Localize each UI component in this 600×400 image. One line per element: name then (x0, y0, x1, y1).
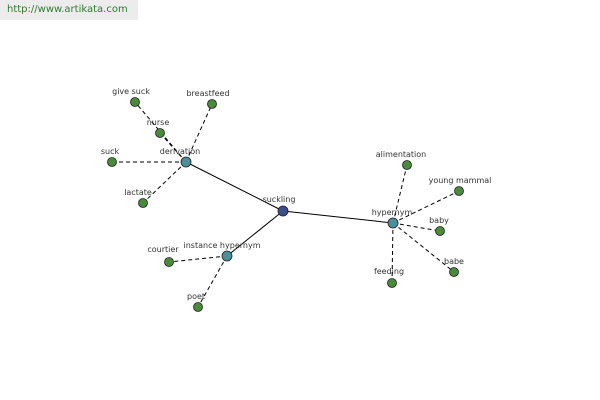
edge-hypernym-feeding (391, 222, 394, 284)
node-circle-nurse[interactable] (155, 128, 165, 138)
node-circle-babe[interactable] (449, 267, 459, 277)
node-young-mammal[interactable]: young mammal (429, 176, 492, 196)
node-derivation[interactable]: derivation (160, 147, 200, 168)
node-label-baby: baby (429, 216, 449, 225)
node-suckling[interactable]: suckling (263, 195, 296, 217)
node-alimentation[interactable]: alimentation (376, 150, 427, 170)
node-label-poet: poet (187, 292, 205, 301)
node-label-suck: suck (101, 147, 120, 156)
node-label-instance-hypernym: instance hypernym (184, 241, 261, 250)
node-circle-give-suck[interactable] (130, 97, 140, 107)
node-breastfeed[interactable]: breastfeed (186, 89, 230, 109)
node-label-derivation: derivation (160, 147, 200, 156)
node-circle-courtier[interactable] (164, 257, 174, 267)
node-circle-suckling[interactable] (277, 205, 289, 217)
node-circle-alimentation[interactable] (402, 160, 412, 170)
node-baby[interactable]: baby (429, 216, 449, 236)
edge-derivation-lactate (142, 161, 187, 204)
node-circle-instance-hypernym[interactable] (221, 250, 233, 262)
node-label-feeding: feeding (374, 267, 404, 276)
edge-suckling-hypernym (282, 210, 394, 224)
node-label-hypernym: hypernym (372, 208, 413, 217)
site-url-banner[interactable]: http://www.artikata.com (0, 0, 138, 20)
edges-layer (112, 101, 460, 308)
edge-instance-hypernym-courtier (168, 255, 228, 263)
edge-derivation-give-suck (134, 101, 187, 163)
node-label-young-mammal: young mammal (429, 176, 492, 185)
edge-hypernym-baby (392, 222, 441, 232)
node-feeding[interactable]: feeding (374, 267, 404, 288)
node-circle-suck[interactable] (107, 157, 117, 167)
nodes-layer: suckling derivation hypernym instance hyper… (101, 87, 492, 312)
node-give-suck[interactable]: give suck (112, 87, 150, 107)
node-lactate[interactable]: lactate (124, 188, 152, 208)
node-circle-feeding[interactable] (387, 278, 397, 288)
node-circle-poet[interactable] (193, 302, 203, 312)
node-poet[interactable]: poet (187, 292, 205, 312)
node-courtier[interactable]: courtier (147, 245, 179, 267)
node-label-give-suck: give suck (112, 87, 150, 96)
node-babe[interactable]: babe (444, 257, 464, 277)
node-circle-baby[interactable] (435, 226, 445, 236)
node-circle-derivation[interactable] (180, 156, 192, 168)
node-circle-young-mammal[interactable] (454, 186, 464, 196)
node-circle-breastfeed[interactable] (207, 99, 217, 109)
edge-instance-hypernym-poet (197, 255, 228, 308)
node-circle-hypernym[interactable] (387, 217, 399, 229)
node-circle-lactate[interactable] (138, 198, 148, 208)
edge-hypernym-young-mammal (392, 190, 460, 224)
node-label-lactate: lactate (124, 188, 152, 197)
edge-derivation-breastfeed (185, 103, 213, 163)
node-suck[interactable]: suck (101, 147, 120, 167)
node-instance-hypernym[interactable]: instance hypernym (184, 241, 261, 262)
edge-hypernym-alimentation (392, 164, 408, 224)
node-hypernym[interactable]: hypernym (372, 208, 413, 229)
node-label-courtier: courtier (147, 245, 179, 254)
node-label-alimentation: alimentation (376, 150, 427, 159)
edge-hypernym-babe (392, 222, 455, 273)
node-nurse[interactable]: nurse (147, 118, 170, 138)
node-label-breastfeed: breastfeed (186, 89, 229, 98)
edge-suckling-instance-hypernym (226, 210, 284, 257)
node-label-suckling: suckling (263, 195, 296, 204)
node-label-babe: babe (444, 257, 464, 266)
edge-suckling-derivation (185, 161, 284, 212)
node-label-nurse: nurse (147, 118, 170, 127)
